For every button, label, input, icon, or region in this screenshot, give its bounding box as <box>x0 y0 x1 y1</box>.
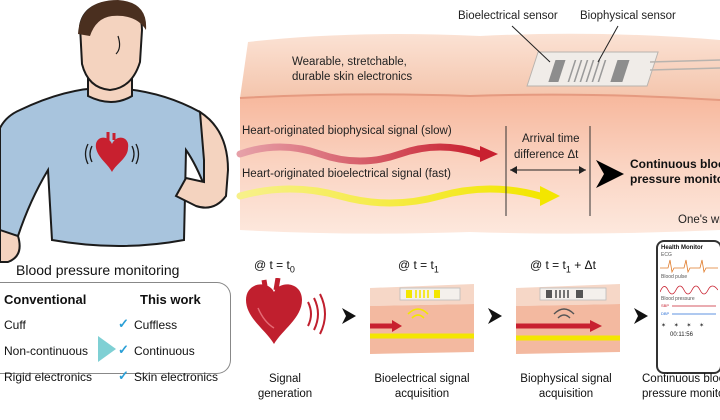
step-4-caption-line2: pressure monitoring <box>642 388 720 400</box>
arrival-time-label-line2: difference Δt <box>514 149 579 161</box>
biophysical-arrowhead <box>480 146 498 162</box>
phone-mockup: Health Monitor ECG Blood pulse Blood pre… <box>656 240 720 374</box>
step-1-caption-line1: Signal <box>269 373 301 385</box>
step-2-time: @ t = t1 <box>398 258 439 275</box>
check-icon: ✓ <box>118 342 129 357</box>
step-3-caption: Biophysical signal acquisition <box>504 372 628 402</box>
phone-pulse-label: Blood pulse <box>661 274 688 280</box>
result-arrow <box>596 160 624 188</box>
step-4-caption-line1: Continuous blood <box>642 373 720 385</box>
biophysical-wave <box>236 143 484 165</box>
thiswork-item-skin: Skin electronics <box>134 370 219 384</box>
phone-bp-label: Blood pressure <box>661 296 695 302</box>
conventional-item-rigid: Rigid electronics <box>4 370 93 384</box>
step-2-caption: Bioelectrical signal acquisition <box>360 372 484 402</box>
step-3-caption-line2: acquisition <box>538 388 594 400</box>
step-2-caption-line2: acquisition <box>394 388 450 400</box>
step-1-heart-illustration <box>246 278 326 344</box>
runner-illustration <box>0 0 230 263</box>
step-4-caption: Continuous blood pressure monitoring <box>642 372 720 402</box>
result-title-line1: Continuous blood <box>630 157 720 171</box>
step-3-time: @ t = t1 + Δt <box>530 258 596 275</box>
phone-ecg-label: ECG <box>661 252 672 258</box>
step-3-skin-block <box>516 284 620 354</box>
result-title: Continuous blood pressure monitoring <box>630 157 720 187</box>
phone-bp-trace <box>672 305 716 315</box>
phone-time: 00:11:56 <box>670 332 693 338</box>
comparison-box <box>0 282 231 374</box>
step-arrow-3 <box>634 308 648 324</box>
sensor-patch <box>526 51 720 87</box>
biophysical-signal-label: Heart-originated biophysical signal (slo… <box>242 125 452 137</box>
left-panel-title: Blood pressure monitoring <box>16 262 180 278</box>
hair <box>78 0 147 36</box>
step-1-caption-line2: generation <box>257 388 313 400</box>
result-title-line2: pressure monitoring <box>630 172 720 186</box>
ones-wrist-label: One's wrist <box>678 214 720 226</box>
step-arrow-1 <box>342 308 356 324</box>
bioelectrical-wave <box>236 185 544 207</box>
check-icon: ✓ <box>118 316 129 331</box>
conventional-header: Conventional <box>4 292 87 307</box>
thiswork-item-cuffless: Cuffless <box>134 318 178 332</box>
skin-electronics-title-line1: Wearable, stretchable, <box>292 56 407 68</box>
step-1-time: @ t = t0 <box>254 258 295 275</box>
arrival-time-label-line1: Arrival time <box>522 133 580 145</box>
phone-icons-row: ✶ ✶ ✶ ✶ <box>661 323 708 329</box>
phone-dbp-label: DBP <box>661 311 670 316</box>
left-hand <box>0 228 21 263</box>
phone-sbp-label: SBP <box>661 303 670 308</box>
conventional-item-noncontinuous: Non-continuous <box>4 344 89 358</box>
signal-waves <box>236 126 624 216</box>
comparison-arrow-icon <box>98 336 116 362</box>
thiswork-item-continuous: Continuous <box>134 344 195 358</box>
step-3-caption-line1: Biophysical signal <box>520 373 612 385</box>
biophysical-sensor-label: Biophysical sensor <box>580 10 676 22</box>
bioelectrical-signal-label: Heart-originated bioelectrical signal (f… <box>242 168 452 180</box>
check-icon: ✓ <box>118 368 129 383</box>
sensor-leader-lines <box>511 25 619 63</box>
phone-ecg-trace <box>660 259 718 274</box>
step-1-caption: Signal generation <box>240 372 330 402</box>
bioelectrical-sensor-label: Bioelectrical sensor <box>458 10 558 22</box>
step-2-skin-block <box>370 284 474 354</box>
right-arm <box>174 110 230 209</box>
thiswork-header: This work <box>140 292 201 307</box>
step-2-caption-line1: Bioelectrical signal <box>374 373 470 385</box>
phone-app-title: Health Monitor <box>661 245 703 251</box>
phone-pulse-trace <box>660 285 718 295</box>
heart-icon <box>84 132 140 172</box>
step-arrow-2 <box>488 308 502 324</box>
conventional-item-cuff: Cuff <box>4 318 26 332</box>
skin-electronics-title-line2: durable skin electronics <box>292 71 413 83</box>
bioelectrical-arrowhead <box>540 186 560 206</box>
